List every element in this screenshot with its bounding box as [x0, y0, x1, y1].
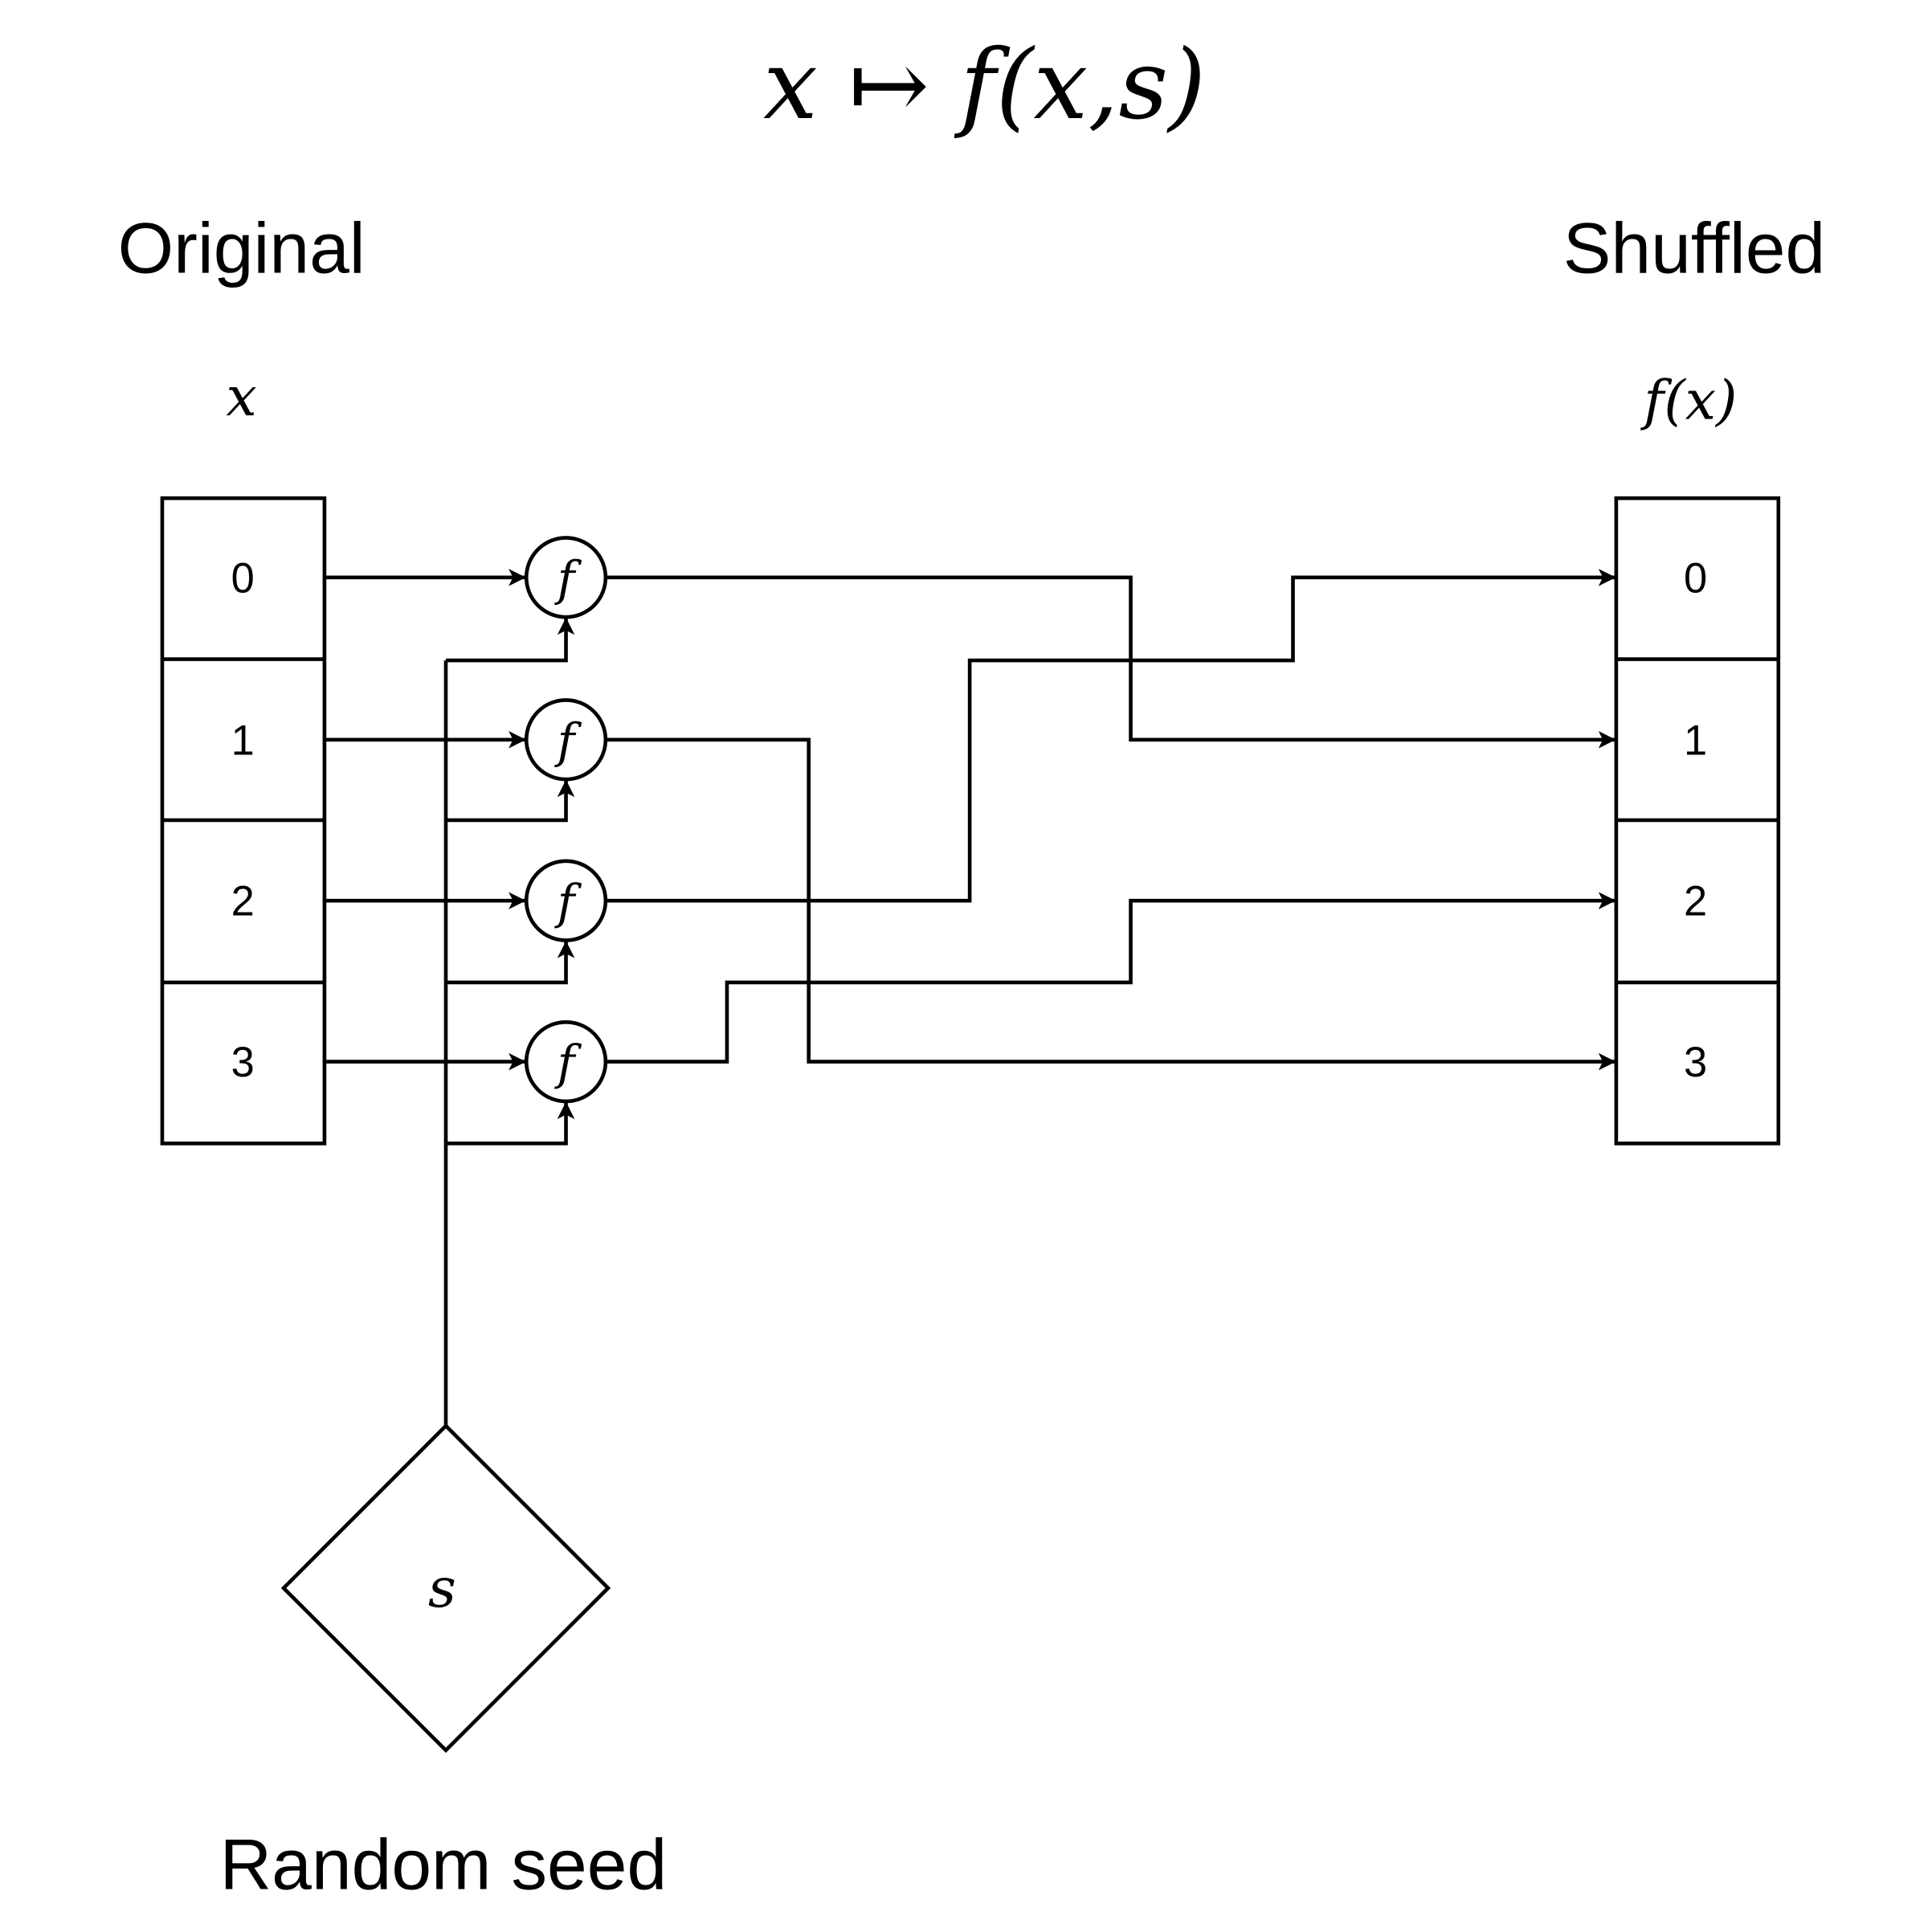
seed-arrows [443, 617, 575, 1426]
original-cell: 2 [231, 879, 255, 925]
shuffled-cell: 3 [1684, 1040, 1707, 1086]
original-cell: 1 [231, 717, 255, 764]
shuffled-array: 0 1 2 3 [1614, 496, 1781, 1146]
shuffled-label: Shuffled [1563, 208, 1825, 288]
seed-diamond: s [280, 1423, 611, 1754]
original-array: 0 1 2 3 [160, 496, 327, 1146]
shuffled-cell: 2 [1684, 879, 1707, 925]
original-cell: 3 [231, 1040, 255, 1086]
output-symbol: f(x) [1640, 368, 1737, 431]
shuffled-cell: 1 [1684, 717, 1707, 764]
function-node: f [554, 1036, 582, 1090]
input-arrows [324, 569, 526, 1071]
output-arrows [607, 569, 1616, 1071]
seed-symbol: s [428, 1556, 456, 1620]
input-symbol: x [226, 365, 256, 428]
seed-label: Random seed [220, 1824, 668, 1904]
function-node: f [554, 551, 582, 606]
function-node: f [554, 713, 582, 768]
original-cell: 0 [231, 555, 255, 602]
original-label: Original [118, 208, 366, 288]
title-formula: x ↦ f(x,s) [763, 29, 1206, 141]
function-node: f [554, 875, 582, 929]
shuffled-cell: 0 [1684, 555, 1707, 602]
